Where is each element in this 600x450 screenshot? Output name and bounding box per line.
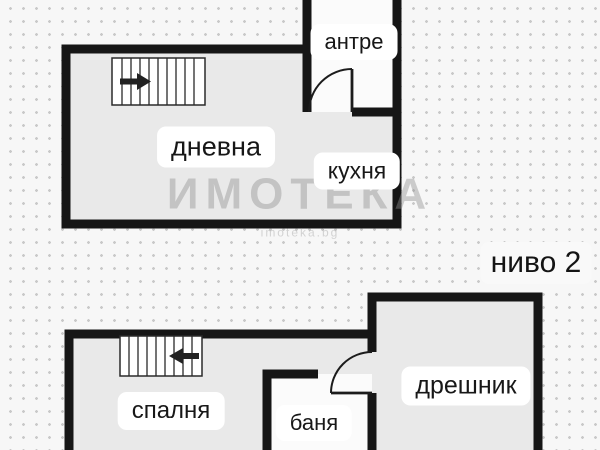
stairs-arrow-left-icon — [169, 348, 199, 364]
door-swing-icon — [330, 351, 373, 395]
wall — [367, 292, 543, 450]
wall — [262, 369, 318, 450]
wall — [61, 44, 307, 228]
lower-floor-walls — [64, 292, 543, 450]
upper-floor-walls — [61, 0, 402, 229]
door-swing-icon — [308, 68, 354, 113]
room-label-dnevna: дневна — [157, 126, 275, 168]
door-arc — [308, 68, 353, 113]
lower-floor-plan — [64, 292, 543, 450]
room-label-antre: антре — [310, 24, 398, 60]
room-label-kuhnya: кухня — [313, 152, 401, 190]
room-label-dreshnik: дрешник — [401, 366, 531, 406]
stairs-icon — [111, 57, 206, 106]
room-label-spalnya: спалня — [117, 392, 225, 430]
wall — [61, 0, 402, 229]
stairs-arrow-right-icon — [120, 73, 151, 90]
level-2-caption: ниво 2 — [480, 242, 592, 284]
wall — [64, 329, 372, 450]
stairs-icon — [119, 335, 203, 377]
room-label-banya: баня — [275, 405, 353, 441]
door-arc — [330, 351, 373, 394]
